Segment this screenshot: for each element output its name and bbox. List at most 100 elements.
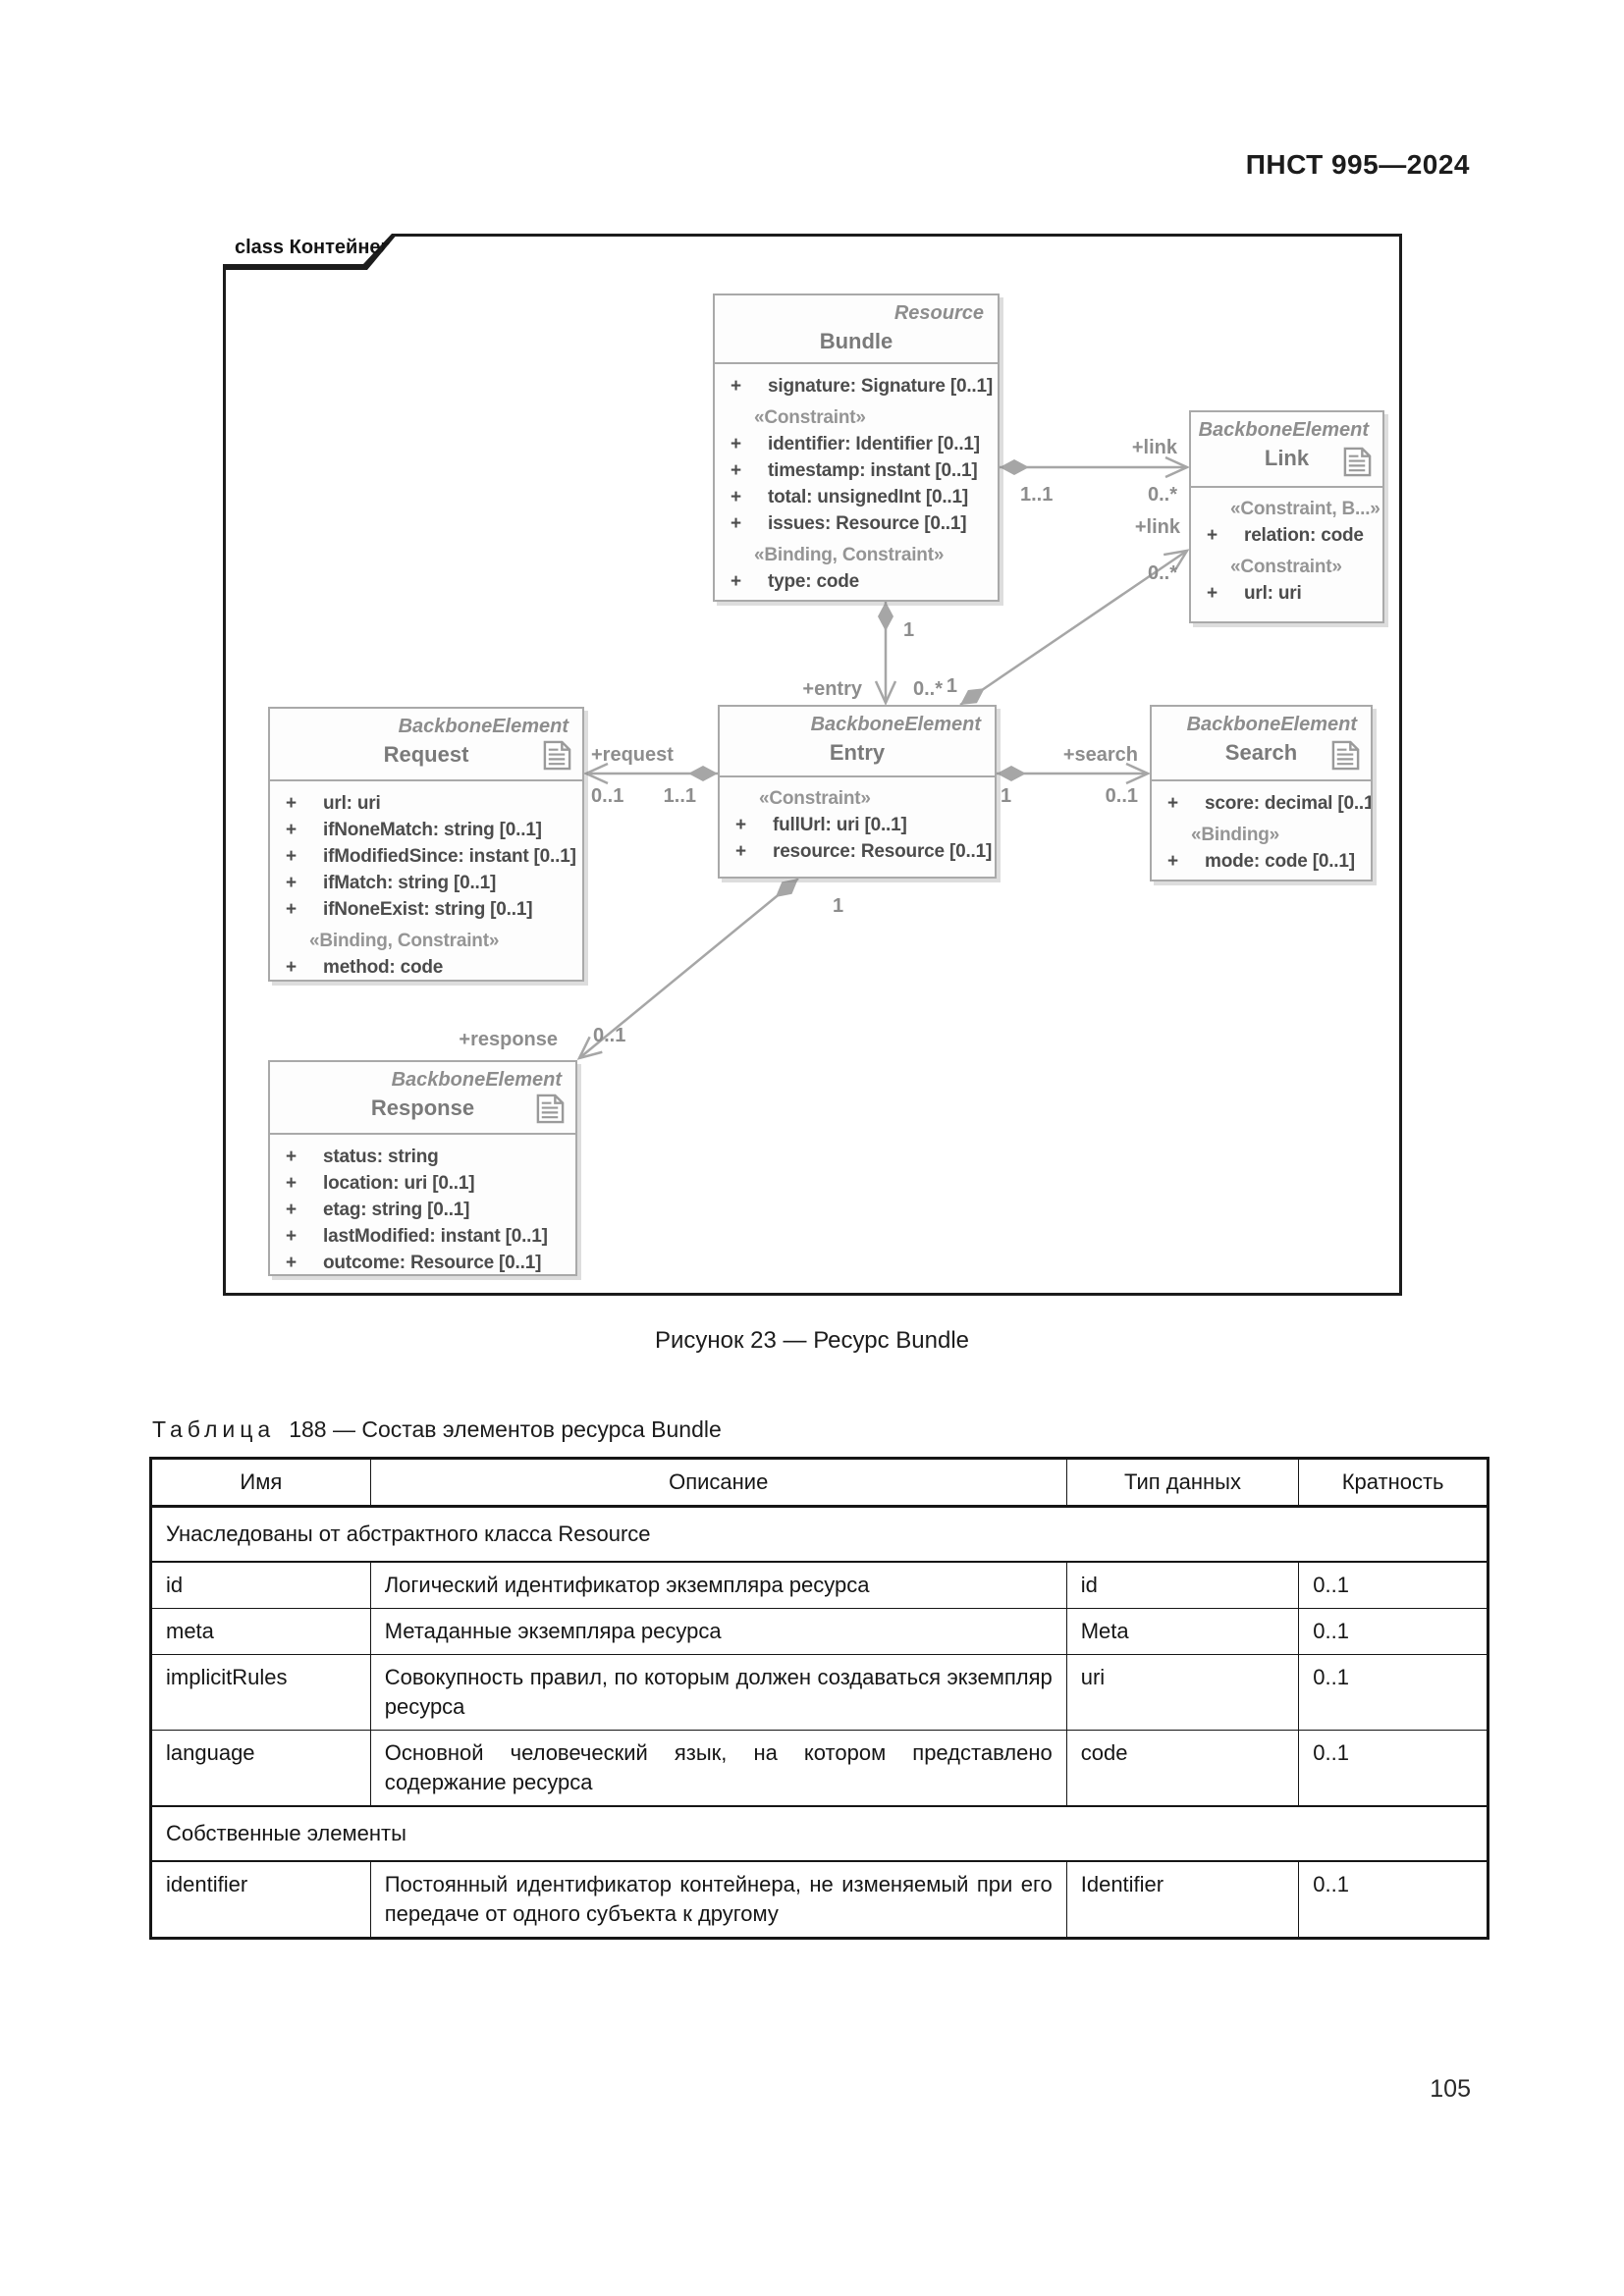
- visibility-marker: +: [286, 1173, 297, 1194]
- uml-attribute: total: unsignedInt [0..1]: [768, 487, 968, 507]
- association-line: [578, 878, 799, 1059]
- cell-description: Метаданные экземпляра ресурса: [369, 1608, 1067, 1655]
- note-icon: [1331, 740, 1360, 771]
- open-arrowhead-icon: [576, 1036, 603, 1060]
- uml-attribute: identifier: Identifier [0..1]: [768, 434, 980, 454]
- connector-role-label: +link: [1135, 516, 1181, 538]
- uml-attribute: ifMatch: string [0..1]: [323, 873, 497, 893]
- composition-diamond-icon: [997, 766, 1026, 781]
- uml-class-response: BackboneElement Response +status: string…: [268, 1060, 577, 1276]
- visibility-marker: +: [286, 873, 297, 893]
- uml-frame-tab-fill: [223, 234, 392, 264]
- visibility-marker: +: [731, 434, 741, 454]
- composition-diamond-icon: [878, 602, 893, 631]
- uml-frame-label: class Контейнер: [235, 237, 393, 258]
- visibility-marker: +: [286, 846, 297, 867]
- cell-type: Meta: [1065, 1608, 1300, 1655]
- connector-multiplicity-label: 0..*: [1148, 562, 1177, 584]
- visibility-marker: +: [1167, 851, 1178, 872]
- connector-multiplicity-label: 1: [903, 619, 914, 641]
- uml-attribute: ifModifiedSince: instant [0..1]: [323, 846, 576, 867]
- uml-attribute: outcome: Resource [0..1]: [323, 1253, 542, 1273]
- section-label: Собственные элементы: [150, 1805, 1489, 1862]
- connector-multiplicity-label: 0..1: [591, 785, 623, 807]
- table-row: meta Метаданные экземпляра ресурса Meta …: [150, 1608, 1489, 1655]
- cell-description: Постоянный идентификатор контейнера, не …: [369, 1860, 1067, 1939]
- uml-attribute: url: uri: [1244, 583, 1302, 604]
- column-header-description: Описание: [369, 1458, 1067, 1508]
- note-icon: [543, 740, 571, 771]
- connector-entry-request: +request 0..1 1..1: [582, 744, 718, 807]
- elements-table: Имя Описание Тип данных Кратность Унасле…: [149, 1457, 1489, 1940]
- open-arrowhead-icon: [1163, 549, 1190, 572]
- uml-stereotype: «Constraint»: [754, 407, 866, 428]
- uml-attribute: status: string: [323, 1147, 439, 1167]
- uml-attribute: timestamp: instant [0..1]: [768, 460, 978, 481]
- cell-type: code: [1065, 1730, 1300, 1807]
- visibility-marker: +: [286, 1226, 297, 1247]
- cell-type: uri: [1065, 1654, 1300, 1731]
- uml-parent-stereotype: BackboneElement: [810, 714, 981, 735]
- uml-attribute: etag: string [0..1]: [323, 1200, 470, 1220]
- visibility-marker: +: [286, 793, 297, 814]
- table-section-row: Собственные элементы: [150, 1805, 1489, 1862]
- figure-caption: Рисунок 23 — Ресурс Bundle: [655, 1327, 969, 1354]
- open-arrowhead-icon: [874, 680, 897, 707]
- connector-entry-search: +search 1 0..1: [997, 744, 1152, 807]
- table-caption-label: Таблица: [152, 1416, 276, 1442]
- cell-cardinality: 0..1: [1298, 1860, 1489, 1939]
- connector-entry-link: +link 0..* 1: [947, 516, 1190, 707]
- uml-attribute: ifNoneExist: string [0..1]: [323, 899, 533, 920]
- cell-type: Identifier: [1065, 1860, 1300, 1939]
- uml-attribute: lastModified: instant [0..1]: [323, 1226, 548, 1247]
- visibility-marker: +: [286, 1147, 297, 1167]
- note-icon: [1343, 447, 1372, 477]
- visibility-marker: +: [731, 571, 741, 592]
- table-row: language Основной человеческий язык, на …: [150, 1730, 1489, 1807]
- connector-multiplicity-label: 0..1: [1106, 785, 1138, 807]
- uml-frame-tab: class Контейнер: [223, 234, 398, 270]
- connector-role-label: +link: [1132, 437, 1178, 458]
- uml-class-link: BackboneElement Link «Constraint, B...» …: [1189, 410, 1384, 623]
- uml-attribute: fullUrl: uri [0..1]: [773, 815, 907, 835]
- connector-bundle-entry: 1 +entry 0..*: [802, 602, 943, 707]
- uml-stereotype: «Constraint»: [1230, 557, 1342, 577]
- section-label: Унаследованы от абстрактного класса Reso…: [150, 1505, 1489, 1563]
- visibility-marker: +: [731, 460, 741, 481]
- uml-attribute: mode: code [0..1]: [1205, 851, 1355, 872]
- uml-stereotype: «Constraint, B...»: [1230, 499, 1380, 519]
- uml-class-request: BackboneElement Request +url: uri +ifNon…: [268, 707, 584, 982]
- connector-multiplicity-label: 1: [947, 675, 957, 697]
- connector-entry-response: 1 +response 0..1: [459, 878, 843, 1060]
- standard-number-header: ПНСТ 995—2024: [1245, 149, 1470, 180]
- uml-parent-stereotype: BackboneElement: [398, 716, 568, 737]
- connector-role-label: +request: [591, 744, 674, 766]
- connector-multiplicity-label: 0..*: [913, 678, 943, 700]
- uml-frame: class Контейнер +link 0..* 1..1 +link 0.…: [223, 234, 1402, 1296]
- uml-class-name: Entry: [829, 740, 886, 765]
- cell-name: language: [150, 1730, 371, 1807]
- visibility-marker: +: [735, 815, 746, 835]
- uml-class-bundle: Resource Bundle +signature: Signature [0…: [713, 294, 1000, 602]
- visibility-marker: +: [286, 1200, 297, 1220]
- uml-parent-stereotype: Resource: [893, 302, 984, 324]
- connector-multiplicity-label: 1..1: [664, 785, 696, 807]
- composition-diamond-icon: [960, 688, 985, 705]
- cell-name: identifier: [150, 1860, 371, 1939]
- column-header-name: Имя: [150, 1458, 371, 1508]
- table-row: implicitRules Совокупность правил, по ко…: [150, 1654, 1489, 1731]
- open-arrowhead-icon: [1125, 762, 1152, 785]
- visibility-marker: +: [731, 513, 741, 534]
- visibility-marker: +: [731, 376, 741, 397]
- table-header-row: Имя Описание Тип данных Кратность: [150, 1458, 1489, 1508]
- visibility-marker: +: [731, 487, 741, 507]
- visibility-marker: +: [286, 957, 297, 978]
- visibility-marker: +: [286, 1253, 297, 1273]
- uml-stereotype: «Binding, Constraint»: [309, 931, 500, 951]
- connector-bundle-link: +link 0..* 1..1: [1000, 437, 1191, 506]
- cell-name: meta: [150, 1608, 371, 1655]
- association-line: [959, 549, 1188, 707]
- uml-parent-stereotype: BackboneElement: [391, 1069, 562, 1091]
- uml-class-name: Request: [383, 742, 469, 767]
